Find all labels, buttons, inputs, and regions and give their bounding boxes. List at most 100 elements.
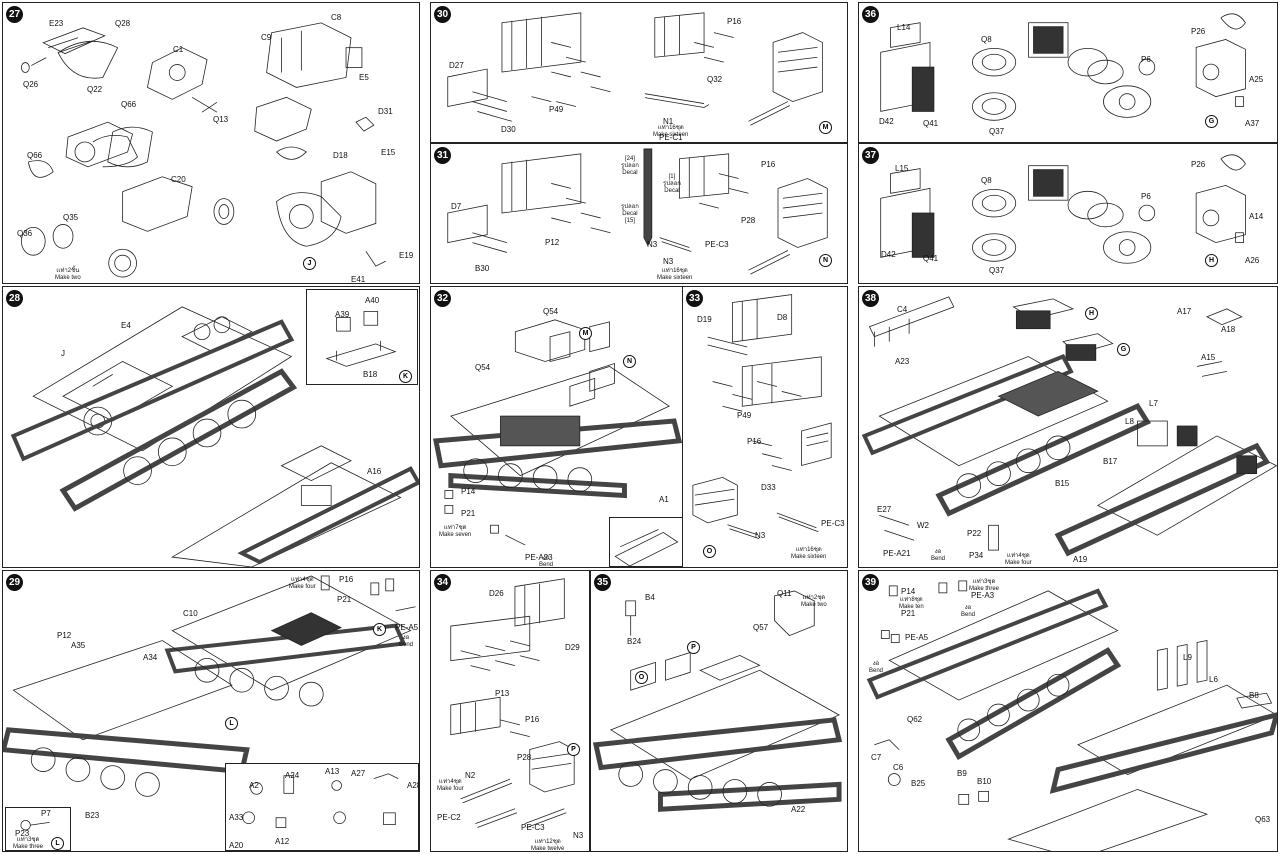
step-number: 27	[6, 6, 23, 23]
inset-drawing	[242, 773, 399, 828]
part-label: Q54	[543, 307, 559, 316]
instruction-note: งอ Bend	[961, 605, 976, 618]
step-34-drawing	[450, 578, 575, 828]
inset-box	[609, 517, 683, 567]
part-label: A22	[791, 805, 806, 814]
step-number: 38	[862, 290, 879, 307]
step-36-drawing	[880, 13, 1246, 121]
step-32-panel: 32 Q54 Q54 P14 P21 A1 PE-A23 เเท่า7ชุด M…	[430, 286, 684, 568]
part-label: J	[61, 349, 65, 358]
part-label: P34	[969, 551, 984, 560]
part-label: N3	[573, 831, 584, 840]
part-label: C4	[897, 305, 908, 314]
inset-box	[5, 807, 71, 851]
part-label: A12	[275, 837, 290, 846]
part-label: D29	[565, 643, 580, 652]
part-label: PE-A5	[905, 633, 929, 642]
part-label: L8	[1125, 417, 1134, 426]
part-label: PE-C1	[659, 133, 683, 142]
step-number: 39	[862, 574, 879, 591]
part-label: Q66	[27, 151, 43, 160]
part-label: P26	[1191, 27, 1206, 36]
step-30-drawing	[447, 12, 823, 126]
part-label: B24	[627, 637, 642, 646]
step-38-drawing	[861, 296, 1277, 557]
part-label: A25	[1249, 75, 1264, 84]
part-label: A14	[1249, 212, 1264, 221]
part-label: A15	[1201, 353, 1216, 362]
step-number: 28	[6, 290, 23, 307]
part-label: P23	[15, 829, 30, 838]
step-number: 29	[6, 574, 23, 591]
step-34-panel: 34 D26 D29 P13 P16 P28 N2 PE-C2 PE-C3 N3…	[430, 570, 590, 852]
instruction-note: เเท่า7ชุด Make seven	[439, 525, 472, 538]
subassembly-marker: L	[51, 837, 64, 850]
part-label: P12	[57, 631, 72, 640]
part-label: C6	[893, 763, 904, 772]
part-label: N2	[465, 771, 476, 780]
step-39-panel: 39 P14 P21 PE-A3 PE-A5 Q62 C7 C6 B25 B9 …	[858, 570, 1278, 852]
part-label: L9	[1183, 653, 1192, 662]
part-label: E19	[399, 251, 414, 260]
part-label: PE-A23	[525, 553, 553, 562]
instruction-note: เเท่า4ชุด Make four	[289, 577, 316, 590]
part-label: L15	[895, 164, 909, 173]
part-label: P16	[525, 715, 540, 724]
instruction-note: [1] รูปลอก Decal	[663, 174, 681, 194]
part-label: P14	[901, 587, 916, 596]
part-label: N1	[663, 117, 674, 126]
step-number: 35	[594, 574, 611, 591]
part-label: P16	[747, 437, 762, 446]
inset-box	[225, 763, 419, 851]
part-label: E5	[359, 73, 369, 82]
step-30-panel: 30 D27 D30 P49 P16 Q32 N1 PE-C1 เเท่า16ช…	[430, 2, 848, 143]
part-label: PE-C3	[821, 519, 845, 528]
subassembly-marker: L	[225, 717, 238, 730]
step-27-panel: 27 E23 Q28 Q26 Q22 C1 C8 C9 Q13 E5 Q66 D…	[2, 2, 420, 284]
part-label: P21	[901, 609, 916, 618]
instruction-note: เเท่า16ชุด Make sixteen	[657, 268, 693, 281]
instruction-note: เเท่า8ชุด Make ten	[899, 597, 924, 610]
part-label: PE-C3	[705, 240, 729, 249]
part-label: A1	[659, 495, 669, 504]
part-label: Q37	[989, 127, 1005, 136]
part-label: P14	[461, 487, 476, 496]
subassembly-marker: O	[635, 671, 648, 684]
part-label: P49	[549, 105, 564, 114]
part-label: D8	[777, 313, 788, 322]
part-label: L6	[1209, 675, 1218, 684]
part-label: P7	[41, 809, 51, 818]
part-label: A24	[285, 771, 300, 780]
part-label: Q8	[981, 176, 992, 185]
part-label: A28	[407, 781, 420, 790]
part-label: Q26	[23, 80, 39, 89]
step-number: 32	[434, 290, 451, 307]
subassembly-marker: G	[1117, 343, 1130, 356]
inset-drawing	[325, 311, 397, 367]
subassembly-marker: M	[579, 327, 592, 340]
instruction-note: เเท่า12ชุด Make twelve	[531, 839, 565, 852]
part-label: B4	[645, 593, 655, 602]
step-number: 37	[862, 147, 879, 164]
subassembly-marker: K	[373, 623, 386, 636]
part-label: A34	[143, 653, 158, 662]
part-label: P13	[495, 689, 510, 698]
subassembly-marker: N	[819, 254, 832, 267]
part-label: Q62	[907, 715, 923, 724]
part-label: A18	[1221, 325, 1236, 334]
part-label: B23	[85, 811, 100, 820]
subassembly-marker: N	[623, 355, 636, 368]
part-label: A19	[1073, 555, 1088, 564]
part-label: D30	[501, 125, 516, 134]
step-number: 34	[434, 574, 451, 591]
part-label: A40	[365, 296, 380, 305]
part-label: P26	[1191, 160, 1206, 169]
part-label: Q54	[475, 363, 491, 372]
part-label: B8	[1249, 691, 1259, 700]
step-33-panel: 33 D19 D8 P49 P16 D33 N3 PE-C3 เเท่า16ชุ…	[682, 286, 848, 568]
step-36-panel: 36 L14 Q8 P6 P26 D42 Q41 Q37 A25 A37 G	[858, 2, 1278, 143]
inset-drawing	[20, 820, 50, 831]
inset-box: A39 A40 B18 K	[306, 289, 418, 385]
part-label: N3	[647, 240, 658, 249]
step-number: 33	[686, 290, 703, 307]
